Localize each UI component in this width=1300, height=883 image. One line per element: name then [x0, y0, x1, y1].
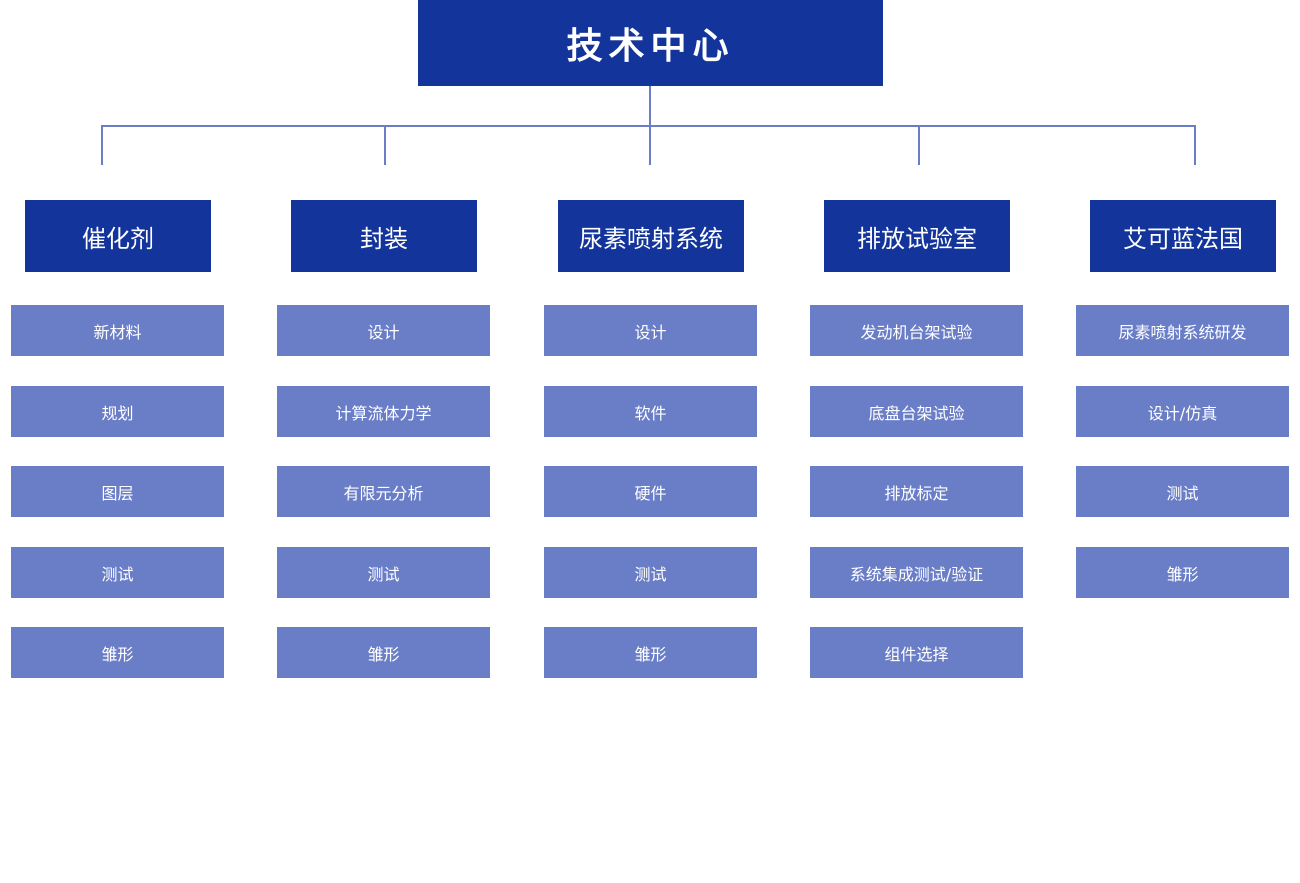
sub-node: 雏形: [1076, 547, 1289, 598]
sub-node: 底盘台架试验: [810, 386, 1023, 437]
sub-node: 软件: [544, 386, 757, 437]
sub-node: 测试: [544, 547, 757, 598]
sub-node: 测试: [277, 547, 490, 598]
dept-node-france: 艾可蓝法国: [1090, 200, 1276, 272]
sub-node: 计算流体力学: [277, 386, 490, 437]
sub-node: 新材料: [11, 305, 224, 356]
sub-node: 设计: [277, 305, 490, 356]
sub-node: 测试: [11, 547, 224, 598]
dept-node-emissions-lab: 排放试验室: [824, 200, 1010, 272]
sub-node: 雏形: [11, 627, 224, 678]
dept-node-urea-injection: 尿素喷射系统: [558, 200, 744, 272]
sub-node: 排放标定: [810, 466, 1023, 517]
sub-node: 雏形: [277, 627, 490, 678]
sub-node: 设计/仿真: [1076, 386, 1289, 437]
sub-node: 设计: [544, 305, 757, 356]
sub-node: 规划: [11, 386, 224, 437]
root-node-tech-center: 技术中心: [418, 0, 883, 86]
sub-node: 硬件: [544, 466, 757, 517]
sub-node: 有限元分析: [277, 466, 490, 517]
sub-node: 组件选择: [810, 627, 1023, 678]
dept-node-catalyst: 催化剂: [25, 200, 211, 272]
sub-node: 尿素喷射系统研发: [1076, 305, 1289, 356]
sub-node: 图层: [11, 466, 224, 517]
sub-node: 系统集成测试/验证: [810, 547, 1023, 598]
dept-node-packaging: 封装: [291, 200, 477, 272]
sub-node: 雏形: [544, 627, 757, 678]
sub-node: 发动机台架试验: [810, 305, 1023, 356]
sub-node: 测试: [1076, 466, 1289, 517]
